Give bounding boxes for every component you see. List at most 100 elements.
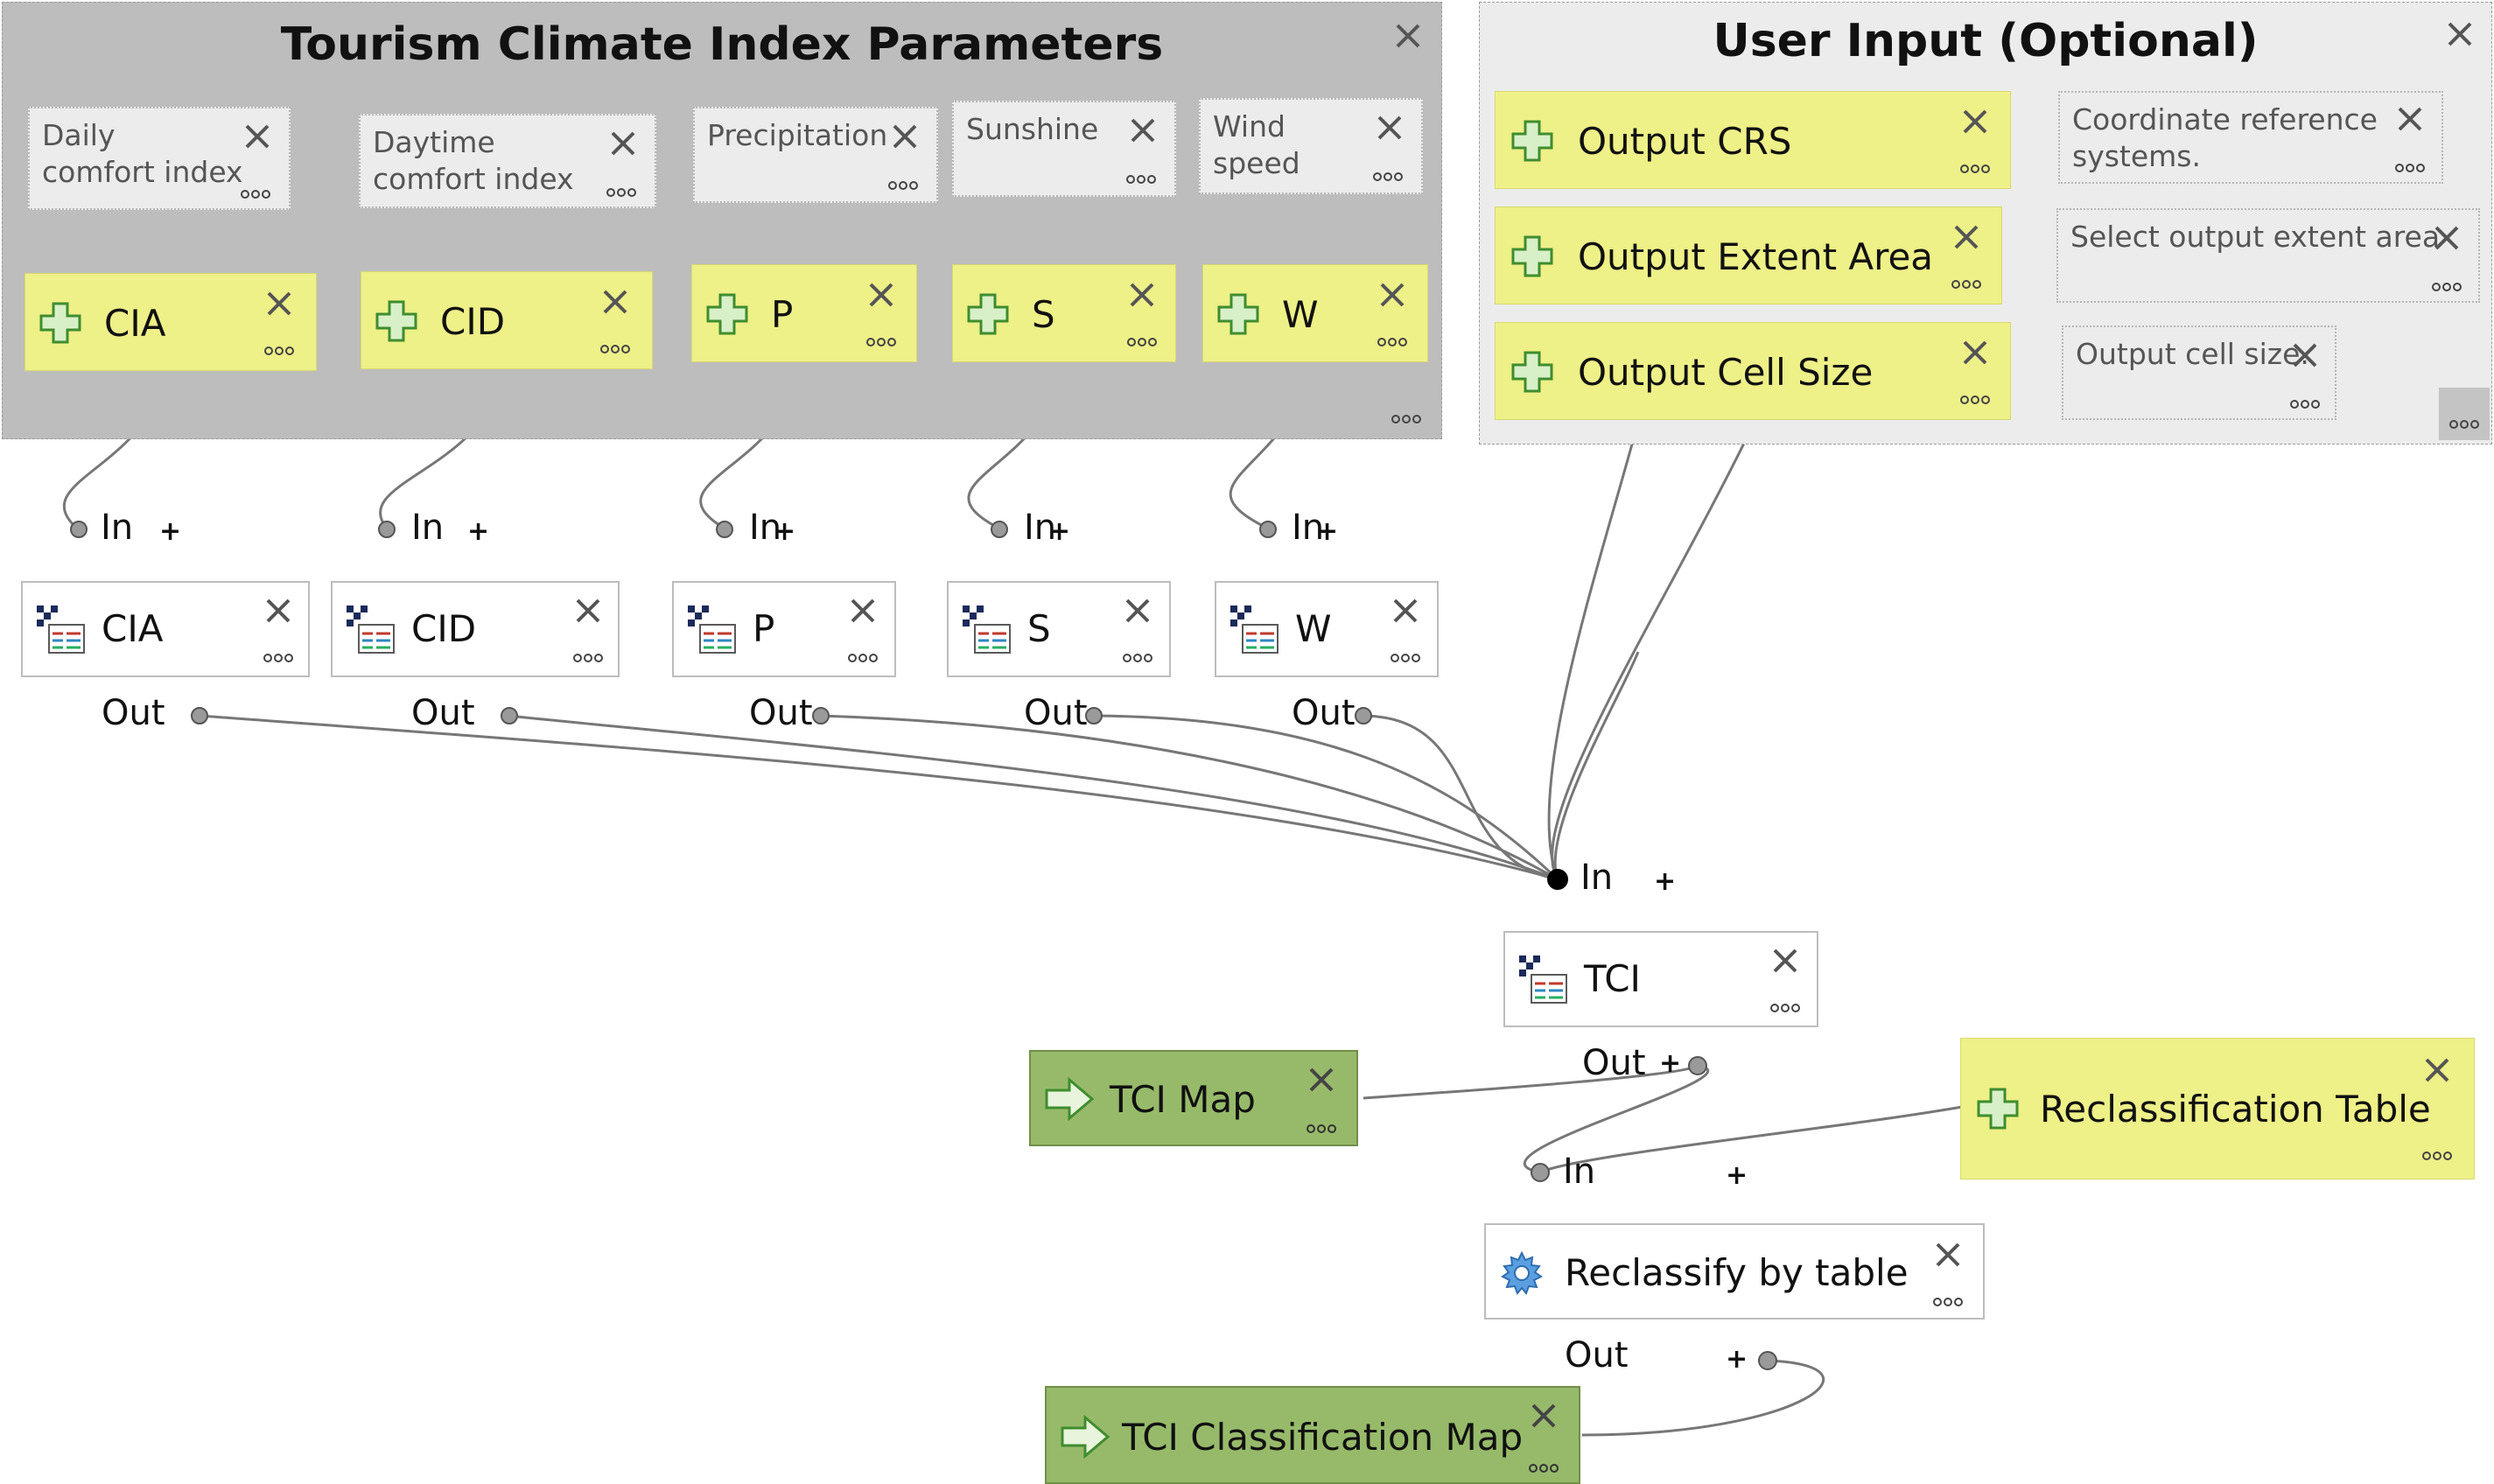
close-icon[interactable] xyxy=(1388,593,1423,628)
port-out-cia[interactable]: Out xyxy=(102,693,165,733)
close-icon[interactable] xyxy=(887,119,922,154)
input-p[interactable]: P xyxy=(691,264,917,362)
close-icon[interactable] xyxy=(2392,102,2427,136)
port-in-tci[interactable]: In xyxy=(1580,858,1614,898)
close-icon[interactable] xyxy=(240,119,275,154)
ellipsis-icon[interactable] xyxy=(887,180,919,191)
close-icon[interactable] xyxy=(1120,593,1155,628)
close-icon[interactable] xyxy=(2420,1053,2455,1088)
close-icon[interactable] xyxy=(1958,335,1993,370)
algorithm-p[interactable]: P xyxy=(672,581,896,677)
ellipsis-icon[interactable] xyxy=(1126,337,1158,347)
add-port-button[interactable]: + xyxy=(1726,1160,1748,1191)
close-icon[interactable] xyxy=(2429,220,2464,256)
input-s[interactable]: S xyxy=(952,264,1176,362)
close-icon[interactable] xyxy=(1930,1237,1965,1272)
ellipsis-icon[interactable] xyxy=(1959,395,1991,405)
group-resize-handle[interactable] xyxy=(2439,388,2490,440)
algorithm-s[interactable]: S xyxy=(947,581,1171,677)
close-icon[interactable] xyxy=(598,284,633,319)
port-in-reclassify[interactable]: In xyxy=(1563,1152,1596,1192)
add-port-button[interactable]: + xyxy=(1654,866,1677,897)
add-port-button[interactable]: + xyxy=(1726,1344,1748,1375)
add-port-button[interactable]: + xyxy=(1316,516,1339,547)
close-icon[interactable] xyxy=(262,286,297,321)
comment-cell-size[interactable]: Output cell size. xyxy=(2062,326,2336,420)
port-in-w[interactable]: In xyxy=(1292,508,1325,548)
ellipsis-icon[interactable] xyxy=(2394,163,2426,173)
close-icon[interactable] xyxy=(1958,104,1993,139)
ellipsis-icon[interactable] xyxy=(2289,399,2321,410)
ellipsis-icon[interactable] xyxy=(606,187,637,198)
ellipsis-icon[interactable] xyxy=(1391,414,1422,424)
ellipsis-icon[interactable] xyxy=(240,189,271,200)
algorithm-tci[interactable]: TCI xyxy=(1503,931,1818,1027)
close-icon[interactable] xyxy=(1124,277,1159,312)
comment-sunshine[interactable]: Sunshine xyxy=(952,101,1176,197)
ellipsis-icon[interactable] xyxy=(572,653,604,663)
port-out-w[interactable]: Out xyxy=(1292,693,1356,733)
algorithm-reclassify-by-table[interactable]: Reclassify by table xyxy=(1484,1223,1985,1320)
ellipsis-icon[interactable] xyxy=(1377,337,1408,347)
add-port-button[interactable]: + xyxy=(774,516,796,547)
ellipsis-icon[interactable] xyxy=(263,346,295,356)
ellipsis-icon[interactable] xyxy=(2448,419,2480,430)
close-icon[interactable] xyxy=(1768,943,1803,978)
add-port-button[interactable]: + xyxy=(159,516,182,547)
port-out-p[interactable]: Out xyxy=(749,693,813,733)
close-icon[interactable] xyxy=(1372,110,1407,145)
ellipsis-icon[interactable] xyxy=(1372,172,1404,182)
ellipsis-icon[interactable] xyxy=(2431,282,2462,292)
ellipsis-icon[interactable] xyxy=(1769,1003,1801,1013)
close-icon[interactable] xyxy=(845,593,880,628)
ellipsis-icon[interactable] xyxy=(1951,279,1982,290)
port-in-s[interactable]: In xyxy=(1024,508,1057,548)
input-output-crs[interactable]: Output CRS xyxy=(1495,91,2011,189)
port-in-cid[interactable]: In xyxy=(411,508,445,548)
ellipsis-icon[interactable] xyxy=(1959,164,1991,174)
close-icon[interactable] xyxy=(2442,17,2477,52)
add-port-button[interactable]: + xyxy=(467,516,490,547)
input-output-extent[interactable]: Output Extent Area xyxy=(1495,206,2002,304)
port-out-reclassify[interactable]: Out xyxy=(1565,1335,1629,1376)
algorithm-cid[interactable]: CID xyxy=(331,581,620,677)
algorithm-cia[interactable]: CIA xyxy=(21,581,310,677)
close-icon[interactable] xyxy=(571,593,606,628)
ellipsis-icon[interactable] xyxy=(1122,653,1153,663)
add-port-button[interactable]: + xyxy=(1048,516,1071,547)
input-cia[interactable]: CIA xyxy=(25,273,317,371)
add-port-button[interactable]: + xyxy=(1659,1048,1682,1079)
close-icon[interactable] xyxy=(1304,1062,1339,1097)
close-icon[interactable] xyxy=(1391,18,1426,53)
ellipsis-icon[interactable] xyxy=(1390,653,1421,663)
algorithm-w[interactable]: W xyxy=(1215,581,1439,677)
close-icon[interactable] xyxy=(261,593,296,628)
input-w[interactable]: W xyxy=(1202,264,1428,362)
output-tci-classification-map[interactable]: TCI Classification Map xyxy=(1045,1386,1580,1484)
close-icon[interactable] xyxy=(606,126,641,161)
ellipsis-icon[interactable] xyxy=(599,344,631,354)
ellipsis-icon[interactable] xyxy=(865,337,897,347)
comment-extent[interactable]: Select output extent area xyxy=(2056,208,2480,303)
close-icon[interactable] xyxy=(1125,113,1160,148)
comment-precipitation[interactable]: Precipitation xyxy=(693,107,938,203)
input-cid[interactable]: CID xyxy=(361,271,653,369)
group-tci-parameters[interactable]: Tourism Climate Index Parameters xyxy=(2,2,1442,439)
output-tci-map[interactable]: TCI Map xyxy=(1029,1050,1358,1146)
input-reclassification-table[interactable]: Reclassification Table xyxy=(1960,1038,2475,1180)
close-icon[interactable] xyxy=(1949,220,1984,255)
close-icon[interactable] xyxy=(1526,1398,1561,1433)
close-icon[interactable] xyxy=(864,277,899,312)
port-out-s[interactable]: Out xyxy=(1024,693,1088,733)
port-in-p[interactable]: In xyxy=(749,508,782,548)
port-out-cid[interactable]: Out xyxy=(411,693,475,733)
close-icon[interactable] xyxy=(1375,277,1410,312)
close-icon[interactable] xyxy=(2287,338,2322,373)
port-in-cia[interactable]: In xyxy=(101,508,134,548)
ellipsis-icon[interactable] xyxy=(1528,1463,1559,1474)
ellipsis-icon[interactable] xyxy=(1125,174,1157,185)
